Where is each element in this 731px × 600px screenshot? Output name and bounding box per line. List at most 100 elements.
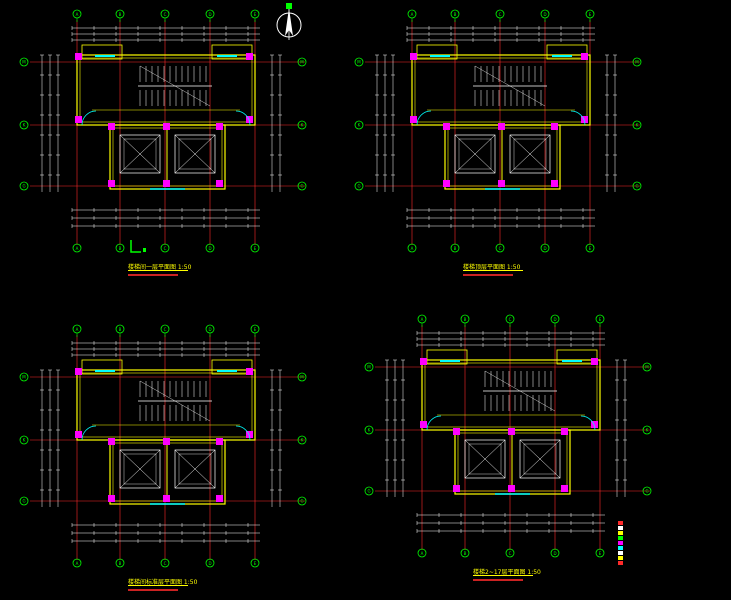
legend-row [618,520,648,525]
axis-label-left: G [357,184,360,189]
axis-label-right: M [300,375,304,380]
axis-label-left: M [22,60,26,65]
legend-swatch [618,556,623,560]
title-underline [473,575,533,576]
axis-label-top: B [464,317,467,322]
axis-label-top: E [589,12,592,17]
axis-label-right: M [300,60,304,65]
axis-label-bottom: D [553,551,556,556]
axis-label-bottom: E [589,246,592,251]
axis-label-left: G [22,499,25,504]
plan-title: 楼梯间标准层平面图 1:50 [128,579,198,586]
axis-label-bottom: A [421,551,424,556]
axis-label-bottom: C [164,246,167,251]
axis-label-right: G [635,184,638,189]
axis-label-left: M [357,60,361,65]
axis-label-top: E [254,327,257,332]
axis-label-left: K [358,123,361,128]
plan-4: A A B B C C D D E E M M K K G G [364,314,652,558]
axis-label-right: G [645,489,648,494]
axis-label-top: A [76,12,79,17]
axis-label-bottom: B [119,246,122,251]
axis-label-bottom: D [208,246,211,251]
legend-swatch [618,526,623,530]
legend [618,520,648,565]
axis-label-top: C [509,317,512,322]
axis-label-right: K [646,428,649,433]
axis-label-right: K [636,123,639,128]
plan-title: 楼梯顶层平面图 1:50 [463,264,521,271]
axis-label-top: E [254,12,257,17]
axis-label-left: K [23,438,26,443]
plan-note-bar [463,274,513,276]
axis-label-top: D [543,12,546,17]
axis-label-top: A [411,12,414,17]
axis-label-top: E [599,317,602,322]
axis-label-bottom: B [119,561,122,566]
axis-label-bottom: D [208,561,211,566]
axis-label-left: M [367,365,371,370]
axis-label-bottom: E [254,561,257,566]
plan-title: 楼梯间一层平面图 1:50 [128,264,192,271]
legend-row [618,535,648,540]
axis-label-bottom: C [509,551,512,556]
axis-label-top: D [553,317,556,322]
axis-label-top: C [164,12,167,17]
axis-label-bottom: A [76,246,79,251]
axis-label-right: K [301,123,304,128]
legend-swatch [618,541,623,545]
plan-note-bar [128,274,178,276]
legend-row [618,540,648,545]
axis-label-top: D [208,327,211,332]
section-mark-icon [130,240,146,253]
axis-label-top: C [499,12,502,17]
legend-row [618,545,648,550]
axis-label-right: G [300,184,303,189]
axis-label-right: M [645,365,649,370]
legend-row [618,555,648,560]
legend-swatch [618,536,623,540]
axis-label-bottom: C [499,246,502,251]
axis-label-bottom: E [254,246,257,251]
legend-swatch [618,551,623,555]
axis-label-right: K [301,438,304,443]
axis-label-bottom: C [164,561,167,566]
axis-label-top: B [454,12,457,17]
legend-row [618,525,648,530]
axis-label-top: D [208,12,211,17]
axis-label-bottom: D [543,246,546,251]
legend-row [618,550,648,555]
plans-layer: A A B B C C D D E E M M K K G G A A B B C C D D E E M M K K G G A A B B C C D D… [19,9,652,568]
title-underline [128,585,188,586]
axis-label-bottom: B [464,551,467,556]
plan-note-bar [473,579,523,581]
title-underline [463,270,523,271]
legend-swatch [618,531,623,535]
axis-label-left: K [368,428,371,433]
plan-note-bar [128,589,178,591]
legend-row [618,530,648,535]
title-underline [128,270,188,271]
axis-label-top: A [421,317,424,322]
axis-label-left: G [367,489,370,494]
axis-label-left: K [23,123,26,128]
north-arrow-icon [276,3,302,40]
plan-title: 楼梯2~17层平面图 1:50 [473,569,541,576]
axis-label-left: M [22,375,26,380]
legend-swatch [618,546,623,550]
axis-label-top: C [164,327,167,332]
legend-swatch [618,521,623,525]
legend-row [618,560,648,565]
axis-label-top: A [76,327,79,332]
legend-swatch [618,561,623,565]
axis-label-bottom: E [599,551,602,556]
axis-label-top: B [119,327,122,332]
axis-label-right: M [635,60,639,65]
axis-label-bottom: A [411,246,414,251]
axis-label-left: G [22,184,25,189]
axis-label-right: G [300,499,303,504]
